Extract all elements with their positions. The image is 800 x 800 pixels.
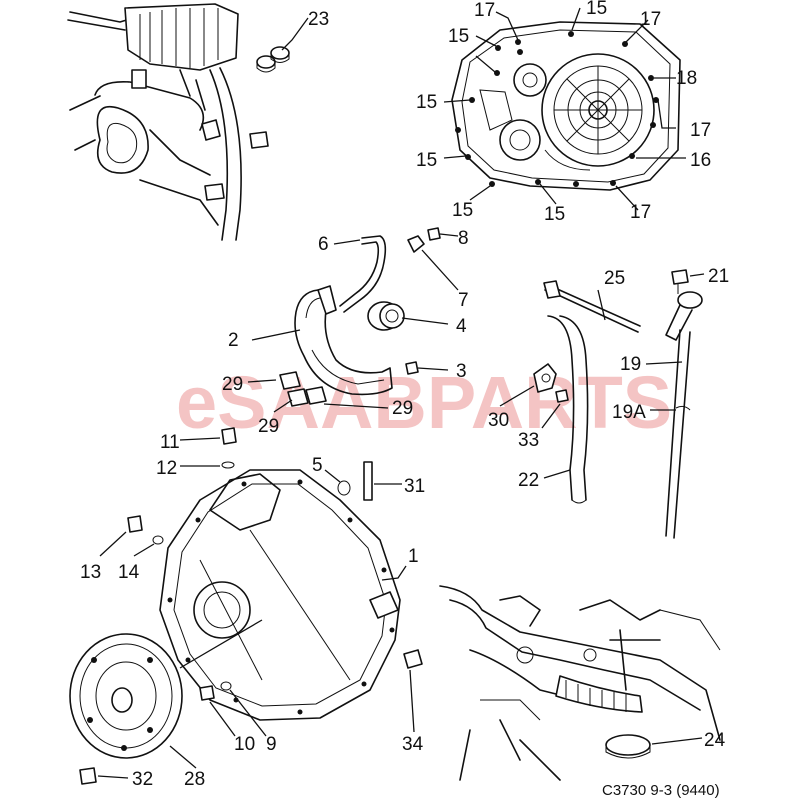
callout-17: 17 (474, 0, 495, 21)
callout-17: 17 (630, 202, 651, 223)
callout-16: 16 (690, 150, 711, 171)
part-2-heat-shield (294, 285, 393, 396)
part-33-bolt (555, 389, 569, 403)
callout-15: 15 (544, 204, 565, 225)
callout-23: 23 (308, 9, 329, 30)
part-22-hose (547, 315, 589, 504)
callout-12: 12 (156, 458, 177, 479)
callout-18: 18 (676, 68, 697, 89)
callout-21: 21 (708, 266, 729, 287)
callout-14: 14 (118, 562, 140, 583)
part-25-cable-tie (543, 280, 641, 333)
callout-17: 17 (640, 9, 661, 30)
part-29-pads (279, 371, 327, 407)
callout-7: 7 (458, 290, 469, 311)
part-28-torque-converter (69, 633, 183, 759)
callout-15: 15 (416, 150, 437, 171)
callout-29: 29 (392, 398, 413, 419)
wiring-harness-illustration (67, 3, 269, 241)
callout-4: 4 (456, 316, 467, 337)
part-1-bellhousing (159, 469, 401, 721)
housing-bolts (455, 31, 659, 187)
part-21-bolt (671, 269, 689, 294)
callout-6: 6 (318, 234, 329, 255)
callout-15: 15 (586, 0, 607, 19)
callout-32: 32 (132, 769, 153, 790)
callout-5: 5 (312, 455, 323, 476)
transmission-housing-illustration (451, 21, 681, 191)
leader-lines (97, 7, 705, 779)
callout-15: 15 (416, 92, 437, 113)
callout-22: 22 (518, 470, 539, 491)
housing-flange-bolts (167, 479, 395, 715)
callout-11: 11 (160, 432, 180, 453)
callout-2: 2 (228, 330, 239, 351)
callout-34: 34 (402, 734, 424, 755)
watermark: eSAABPARTS (176, 361, 672, 444)
callout-9: 9 (266, 734, 277, 755)
diagram-code: C3730 9-3 (9440) (602, 782, 720, 799)
callout-15: 15 (452, 200, 473, 221)
callout-10: 10 (234, 734, 255, 755)
part-3-bolt (405, 361, 419, 375)
callout-29: 29 (222, 374, 243, 395)
callout-30: 30 (488, 410, 509, 431)
callout-29: 29 (258, 416, 279, 437)
engine-bay-illustration (439, 585, 721, 781)
callout-17: 17 (690, 120, 711, 141)
callout-8: 8 (458, 228, 469, 249)
callout-19: 19 (620, 354, 641, 375)
part-6-tube (339, 235, 387, 313)
part-30-bracket (533, 363, 557, 393)
part-8-bolt (427, 227, 441, 241)
part-7-fitting (407, 235, 425, 253)
callout-25: 25 (604, 268, 625, 289)
small-parts-left (79, 427, 423, 785)
callout-labels: 23 17 15 17 15 18 15 17 15 16 15 15 17 6… (80, 0, 729, 790)
part-19-dipstick (665, 291, 703, 539)
callout-31: 31 (404, 476, 425, 497)
callout-13: 13 (80, 562, 101, 583)
callout-1: 1 (408, 546, 419, 567)
callout-28: 28 (184, 769, 205, 790)
callout-15: 15 (448, 26, 469, 47)
callout-19a: 19A (612, 402, 646, 423)
part-23-caps (256, 46, 290, 73)
callout-3: 3 (456, 361, 467, 382)
callout-33: 33 (518, 430, 539, 451)
part-4-bearing (367, 301, 405, 331)
callout-24: 24 (704, 730, 726, 751)
